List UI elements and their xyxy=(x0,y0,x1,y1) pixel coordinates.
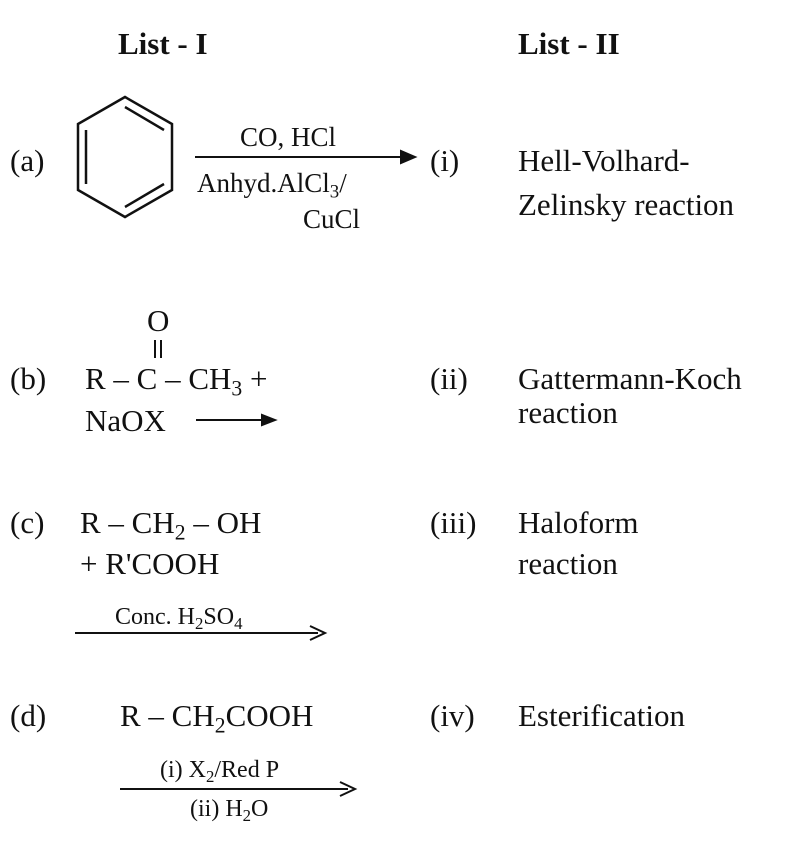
text: + xyxy=(242,361,268,396)
text: R – CH xyxy=(80,505,175,540)
subscript: 2 xyxy=(174,520,186,545)
item-i-line1: Hell-Volhard- xyxy=(518,143,690,178)
item-i-label: (i) xyxy=(430,143,460,178)
item-iv-label: (iv) xyxy=(430,698,475,733)
arrow-d xyxy=(120,781,358,797)
item-c-condition: Conc. H2SO4 xyxy=(115,604,242,632)
subscript: 4 xyxy=(234,614,243,634)
item-b-oxygen: O xyxy=(147,303,170,338)
item-a-catalyst: CuCl xyxy=(303,204,361,234)
list2-header: List - II xyxy=(518,26,620,61)
text: (ii) H xyxy=(190,796,243,822)
text: COOH xyxy=(225,698,314,733)
text: Anhyd.AlCl xyxy=(197,168,330,198)
list1-header: List - I xyxy=(118,26,208,61)
item-c-line1: R – CH2 – OH xyxy=(80,505,262,543)
arrow-b xyxy=(196,413,278,427)
item-a-reagent-above: CO, HCl xyxy=(240,122,337,152)
benzene-ring-icon xyxy=(76,95,174,219)
item-d-line1: R – CH2COOH xyxy=(120,698,314,736)
text: / xyxy=(339,168,347,198)
subscript: 3 xyxy=(329,181,340,203)
item-b-line1: R – C – CH3 + xyxy=(85,361,268,399)
item-c-label: (c) xyxy=(10,505,45,540)
item-iii-line1: Haloform xyxy=(518,505,639,540)
item-iii-line2: reaction xyxy=(518,546,618,581)
text: O xyxy=(251,796,269,822)
text: – OH xyxy=(185,505,262,540)
subscript: 3 xyxy=(231,376,243,401)
item-i-line2: Zelinsky reaction xyxy=(518,187,735,222)
text: (i) X xyxy=(160,757,206,783)
text: R – C – CH xyxy=(85,361,232,396)
subscript: 2 xyxy=(214,713,226,738)
item-d-label: (d) xyxy=(10,698,47,733)
text: SO xyxy=(203,604,235,630)
item-b-label: (b) xyxy=(10,361,47,396)
text: R – CH xyxy=(120,698,215,733)
arrow-c xyxy=(75,625,328,641)
item-a-label: (a) xyxy=(10,143,45,178)
subscript: 2 xyxy=(242,806,252,826)
item-c-line2: + R'COOH xyxy=(80,546,220,581)
item-b-line2: NaOX xyxy=(85,403,166,438)
item-a-reagent-below: Anhyd.AlCl3/ xyxy=(197,168,347,202)
item-ii-line1: Gattermann-Koch xyxy=(518,361,742,396)
item-d-reagent-below: (ii) H2O xyxy=(190,796,269,824)
item-iv-line1: Esterification xyxy=(518,698,685,733)
item-d-reagent-above: (i) X2/Red P xyxy=(160,757,280,785)
item-ii-line2: reaction xyxy=(518,395,618,430)
carbonyl-double-bond xyxy=(154,340,162,358)
item-iii-label: (iii) xyxy=(430,505,477,540)
arrow-a xyxy=(195,149,418,165)
item-ii-label: (ii) xyxy=(430,361,468,396)
text: Conc. H xyxy=(115,604,195,630)
text: /Red P xyxy=(214,757,280,783)
subscript: 2 xyxy=(205,767,215,787)
subscript: 2 xyxy=(195,614,204,634)
